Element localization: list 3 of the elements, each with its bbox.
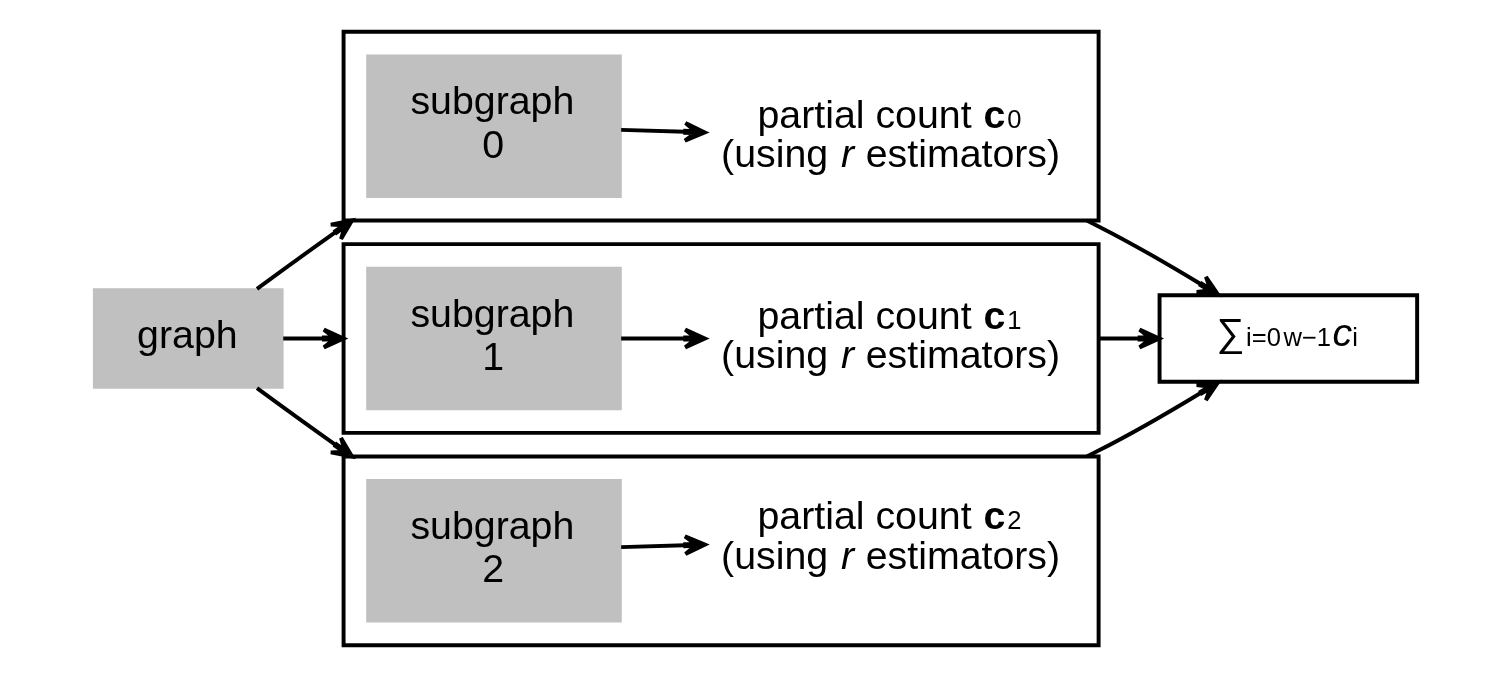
node-text: partial count c1 (using r estimators)	[720, 292, 1060, 376]
node-text: partial count c0 (using r estimators)	[720, 92, 1060, 176]
node-text: partial count c2 (using r estimators)	[720, 493, 1060, 577]
